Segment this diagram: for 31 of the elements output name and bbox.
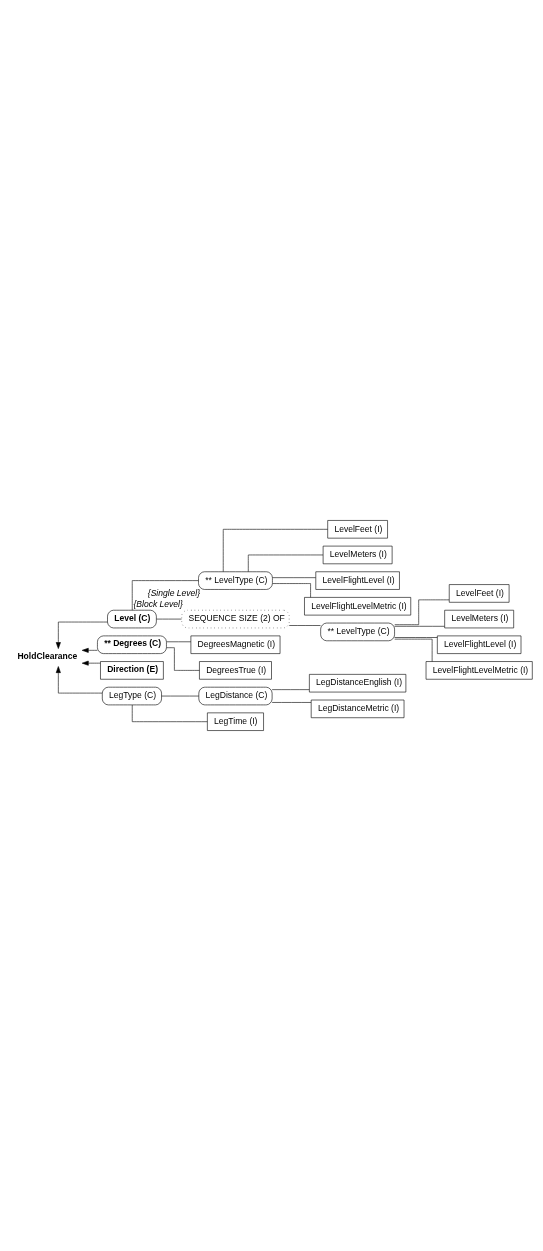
- node-label: {Single Level}: [147, 587, 201, 598]
- connector: [271, 702, 312, 703]
- node-box: LegType (C): [102, 686, 162, 706]
- node-box: Level (C): [107, 609, 157, 629]
- arrow: [81, 660, 101, 666]
- node-box: LevelFeet (I): [448, 584, 510, 603]
- node-box: ** Degrees (C): [97, 635, 167, 654]
- node-box: LevelFlightLevelMetric (I): [425, 661, 533, 680]
- arrow: [81, 647, 98, 653]
- node-box: LegDistance (C): [198, 686, 273, 706]
- arrow: [55, 621, 108, 649]
- node-box: LegDistanceMetric (I): [310, 699, 405, 719]
- node-box: LevelMeters (I): [444, 609, 514, 629]
- node-box: LevelMeters (I): [322, 545, 393, 565]
- node-box: LevelFlightLevelMetric (I): [304, 597, 412, 616]
- node-box: DegreesMagnetic (I): [190, 635, 281, 654]
- node-box: LevelFlightLevel (I): [315, 571, 400, 590]
- node-text: HoldClearance: [17, 651, 78, 662]
- node-label: {Block Level}: [133, 599, 183, 610]
- node-box: Direction (E): [100, 661, 164, 680]
- node-box: DegreesTrue (I): [199, 661, 272, 680]
- node-box: SEQUENCE SIZE (2) OF: [181, 609, 290, 629]
- connector: [166, 647, 200, 671]
- node-box: LevelFeet (I): [327, 520, 388, 539]
- connector: [394, 638, 433, 662]
- node-box: ** LevelType (C): [198, 571, 273, 590]
- node-box: LegDistanceEnglish (I): [309, 674, 407, 693]
- node-box: LevelFlightLevel (I): [437, 635, 522, 654]
- arrow: [55, 666, 103, 694]
- node-box: LegTime (I): [207, 712, 264, 731]
- node-box: ** LevelType (C): [320, 622, 395, 642]
